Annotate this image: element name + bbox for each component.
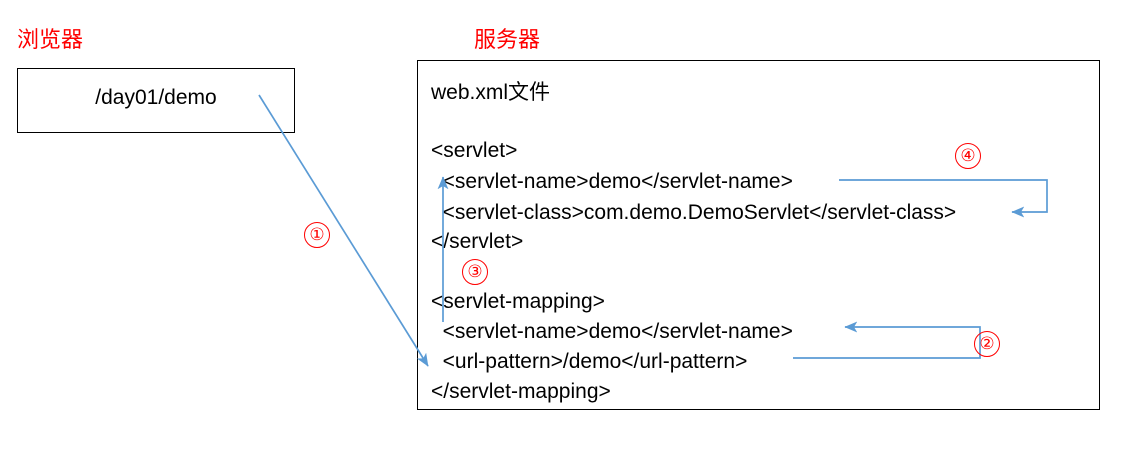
code-line-servlet-mapping-open: <servlet-mapping> — [431, 290, 605, 313]
code-line-mapping-servlet-name: <servlet-name>demo</servlet-name> — [431, 320, 793, 343]
code-line-servlet-mapping-close: </servlet-mapping> — [431, 380, 611, 403]
marker-2: ② — [974, 331, 1000, 357]
code-line-url-pattern: <url-pattern>/demo</url-pattern> — [431, 350, 748, 373]
arrow-1-path — [258, 94, 429, 367]
code-line-servlet-close: </servlet> — [431, 230, 524, 253]
marker-1: ① — [304, 222, 330, 248]
webxml-file-title: web.xml文件 — [431, 81, 551, 104]
server-heading: 服务器 — [474, 27, 541, 52]
code-line-servlet-open: <servlet> — [431, 139, 518, 162]
marker-3: ③ — [462, 259, 488, 285]
code-line-servlet-class: <servlet-class>com.demo.DemoServlet</ser… — [431, 201, 957, 224]
code-line-servlet-name: <servlet-name>demo</servlet-name> — [431, 170, 793, 193]
marker-4: ④ — [955, 143, 981, 169]
browser-url-text: /day01/demo — [95, 86, 217, 109]
browser-heading: 浏览器 — [17, 27, 84, 52]
